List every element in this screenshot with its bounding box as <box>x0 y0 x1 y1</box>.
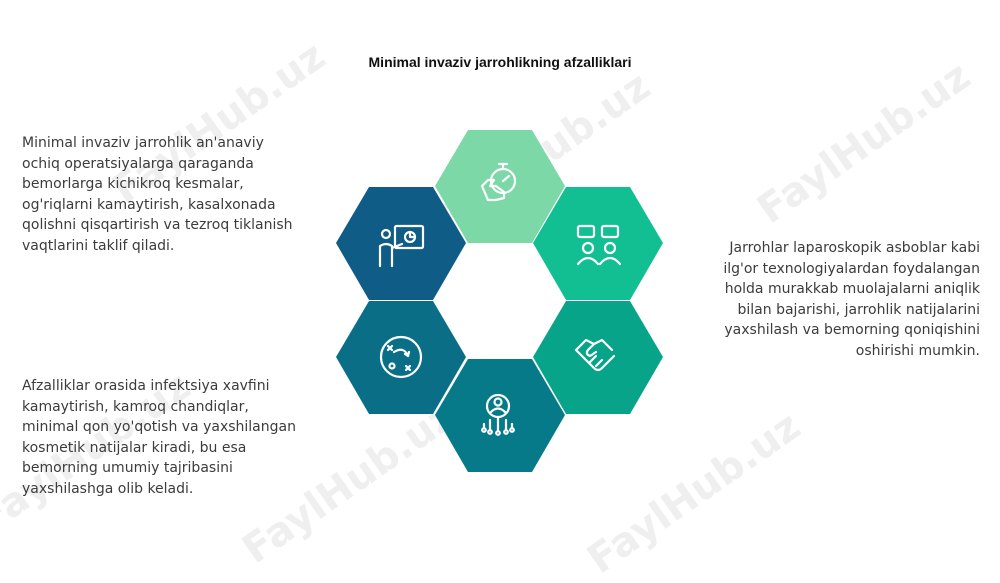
text-right: Jarrohlar laparoskopik asboblar kabi ilg… <box>723 240 980 359</box>
presenter-board-icon <box>378 224 425 268</box>
hex-top-left <box>336 187 466 300</box>
hex-bottom-shape <box>435 359 565 472</box>
hex-bottom-right <box>533 301 663 414</box>
hex-top-shape <box>435 130 565 243</box>
page-title: Minimal invaziv jarrohlikning afzallikla… <box>368 54 632 70</box>
handshake-icon <box>574 338 616 372</box>
strategy-play-icon <box>379 335 423 379</box>
discussion-people-icon <box>576 224 622 266</box>
hex-top-right-shape <box>533 187 663 300</box>
hex-bottom <box>435 359 565 472</box>
hexagon-diagram <box>336 130 663 472</box>
hex-bottom-left-shape <box>336 301 466 414</box>
hex-top <box>435 130 565 243</box>
stopwatch-hand-icon <box>480 162 517 202</box>
network-user-icon <box>481 393 515 436</box>
text-left-bottom: Afzalliklar orasida infektsiya xavfini k… <box>22 378 296 497</box>
hex-bottom-left <box>336 301 466 414</box>
hex-top-right <box>533 187 663 300</box>
hex-bottom-right-shape <box>533 301 663 414</box>
text-left-top: Minimal invaziv jarrohlik an'anaviy ochi… <box>22 135 293 254</box>
